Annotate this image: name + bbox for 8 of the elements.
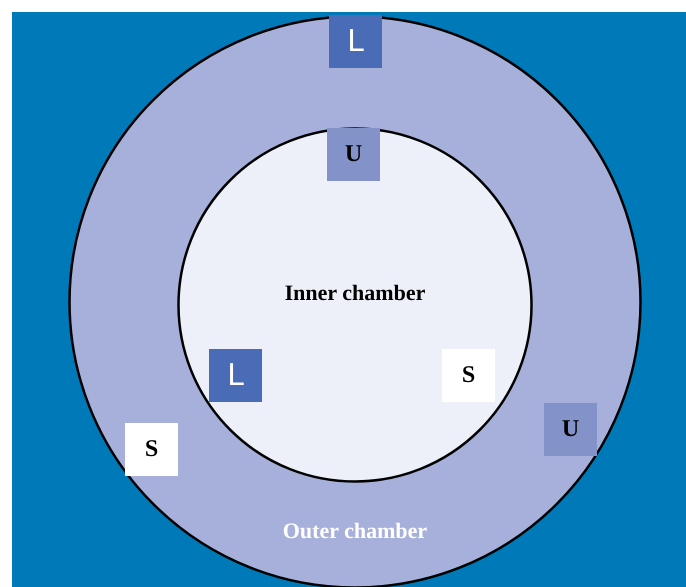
letter-tile: S	[442, 349, 495, 402]
letter-tile: L	[209, 349, 262, 402]
letter-tile: S	[125, 423, 178, 476]
chamber-label: Outer chamber	[282, 518, 428, 544]
letter-tile: U	[327, 128, 380, 181]
letter-tile: U	[544, 403, 597, 456]
letter-tile: L	[329, 15, 382, 68]
chamber-label: Inner chamber	[284, 280, 426, 306]
